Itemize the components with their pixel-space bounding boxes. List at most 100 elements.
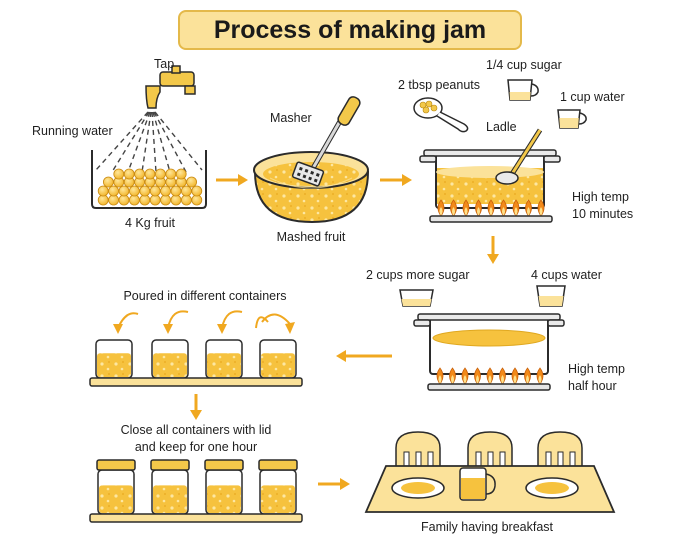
fruit <box>118 185 130 197</box>
water-cup-icon <box>536 285 566 307</box>
water-spray-icon <box>95 111 203 173</box>
peanuts-label: 2 tbsp peanuts <box>398 78 481 92</box>
flame-core <box>488 375 492 384</box>
water-one-label: 1 cup water <box>560 90 625 104</box>
fruit <box>160 185 172 197</box>
fruit <box>191 185 203 197</box>
flame-core <box>438 375 442 384</box>
close-jars-line1: Close all containers with lid <box>120 423 272 437</box>
fruit <box>154 168 166 180</box>
lidded-jar-icon <box>96 459 136 515</box>
flame-core <box>463 375 467 384</box>
high-temp-1-line2: 10 minutes <box>572 207 634 221</box>
close-jars-line2: and keep for one hour <box>134 440 258 454</box>
burner-flame-icon <box>427 367 551 391</box>
step-arrow-icon <box>190 394 202 420</box>
fruit <box>180 185 192 197</box>
fruit <box>108 185 119 197</box>
fruit <box>175 168 187 180</box>
title-banner: Process of making jam <box>178 10 522 50</box>
step-arrow-icon <box>318 478 350 490</box>
flame-core <box>502 207 505 216</box>
fruit <box>170 194 182 206</box>
fruit <box>134 168 146 180</box>
fruit <box>149 194 161 206</box>
flame-core <box>451 375 454 384</box>
chair-icon <box>537 431 583 471</box>
fruit-weight-label: 4 Kg fruit <box>124 216 176 230</box>
sugar-quarter-label: 1/4 cup sugar <box>486 58 562 72</box>
high-temp-1-line1: High temp <box>572 190 629 204</box>
flame-core <box>514 207 518 216</box>
plate-icon <box>525 477 579 499</box>
fruit <box>118 194 130 206</box>
plate-icon <box>391 477 445 499</box>
step-arrow-icon <box>216 174 248 186</box>
mashing-bowl-icon <box>253 151 370 224</box>
fruit <box>97 194 109 206</box>
lidded-jar-icon <box>258 459 298 515</box>
flame-core <box>464 207 468 216</box>
flame-core <box>452 207 455 216</box>
lidded-jar-icon <box>150 459 190 515</box>
step-arrow-icon <box>487 236 499 264</box>
flame-core <box>513 375 517 384</box>
mashed-fruit-label: Mashed fruit <box>276 230 346 244</box>
flame-core <box>477 207 480 216</box>
burner-flame-icon <box>429 199 553 223</box>
fruit <box>149 185 161 197</box>
high-temp-2-line2: half hour <box>568 379 617 393</box>
open-jar-icon <box>95 339 133 379</box>
fruit-basin-icon <box>91 150 207 209</box>
chair-icon <box>467 431 513 471</box>
flame-core <box>538 375 542 384</box>
water-four-label: 4 cups water <box>531 268 602 282</box>
breakfast-label: Family having breakfast <box>420 520 554 534</box>
fruit <box>160 194 172 206</box>
more-sugar-label: 2 cups more sugar <box>366 268 470 282</box>
open-jar-icon <box>259 339 297 379</box>
open-jar-group <box>95 339 297 379</box>
fruit <box>139 194 151 206</box>
flame-core <box>501 375 504 384</box>
fruit <box>108 194 119 206</box>
flame-core <box>476 375 479 384</box>
poured-label: Poured in different containers <box>123 289 287 303</box>
mug-icon <box>459 467 496 501</box>
sugar-cup-icon <box>399 289 434 307</box>
sugar-cup-icon <box>507 79 539 101</box>
fruit <box>123 168 135 180</box>
lidded-jar-icon <box>204 459 244 515</box>
spoon-peanuts-icon <box>413 97 469 133</box>
open-jar-icon <box>151 339 189 379</box>
lidded-jar-group <box>96 459 298 515</box>
shelf <box>89 377 303 387</box>
shelf <box>89 513 303 523</box>
tap-icon <box>145 65 196 109</box>
open-jar-icon <box>205 339 243 379</box>
flame-core <box>527 207 530 216</box>
cooking-pot-icon <box>419 149 561 209</box>
flame-core <box>489 207 493 216</box>
tap-label: Tap <box>154 57 175 71</box>
masher-label: Masher <box>270 111 312 125</box>
ladle-icon <box>495 128 543 185</box>
flame-core <box>439 207 443 216</box>
fruit <box>128 194 140 206</box>
masher-icon <box>291 96 361 187</box>
fruit <box>170 185 182 197</box>
fruit <box>113 168 125 180</box>
fruit <box>128 185 140 197</box>
large-pot-icon <box>413 313 565 375</box>
high-temp-2-line1: High temp <box>568 362 625 376</box>
fruit <box>186 176 198 188</box>
fruit <box>139 185 151 197</box>
pour-arrows <box>113 310 295 334</box>
ladle-label: Ladle <box>486 120 517 134</box>
flame-core <box>526 375 529 384</box>
fruit <box>144 168 156 180</box>
page-title: Process of making jam <box>213 15 487 44</box>
fruit <box>180 194 192 206</box>
